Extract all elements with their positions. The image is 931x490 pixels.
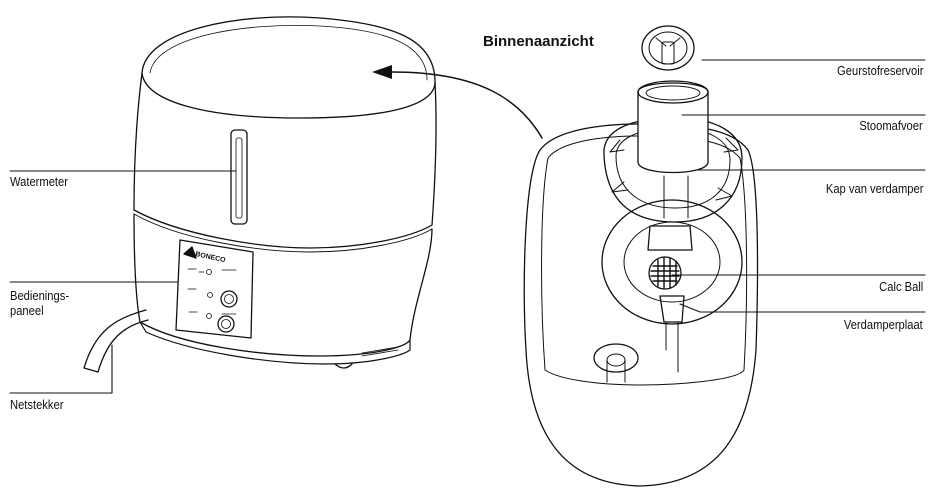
panel-indicators [187, 268, 237, 319]
label-bedieningspaneel: Bedienings- paneel [10, 288, 70, 318]
humidifier-exterior [83, 16, 437, 373]
base-vent [361, 346, 399, 357]
steam-outlet [637, 82, 709, 174]
humidity-knob [220, 290, 238, 308]
foot [334, 363, 353, 369]
view-arrow [372, 65, 543, 139]
lid-inner-rim [149, 25, 428, 81]
water-outlet [593, 343, 639, 373]
label-kap-van-verdamper: Kap van verdamper [825, 181, 923, 196]
inner-view [523, 25, 759, 487]
base-bottom [139, 321, 411, 365]
panel-logo [183, 246, 197, 259]
inner-view-title: Binnenaanzicht [483, 33, 594, 50]
label-watermeter: Watermeter [10, 174, 68, 189]
tank [133, 72, 437, 249]
tank-seam [133, 213, 433, 253]
power-cord [83, 309, 149, 373]
evaporator-plate [647, 225, 693, 251]
fragrance-reservoir [641, 25, 695, 71]
watermeter-window [230, 129, 248, 225]
label-geurstofreservoir: Geurstofreservoir [836, 63, 923, 78]
calc-ball-mesh [650, 257, 680, 289]
power-knob [217, 315, 235, 333]
cap-ribs [609, 137, 739, 219]
label-stoomafvoer: Stoomafvoer [859, 118, 923, 133]
control-panel [175, 239, 254, 339]
leader-lines [9, 59, 926, 394]
label-netstekker: Netstekker [10, 397, 64, 412]
label-calc-ball: Calc Ball [878, 279, 923, 294]
base [133, 213, 433, 357]
label-verdamperplaat: Verdamperplaat [844, 317, 923, 332]
inner-tank-rim [541, 135, 748, 386]
evaporator-chamber [601, 199, 743, 325]
leader-verdamperplaat [679, 303, 926, 313]
leader-netstekker [9, 344, 113, 394]
